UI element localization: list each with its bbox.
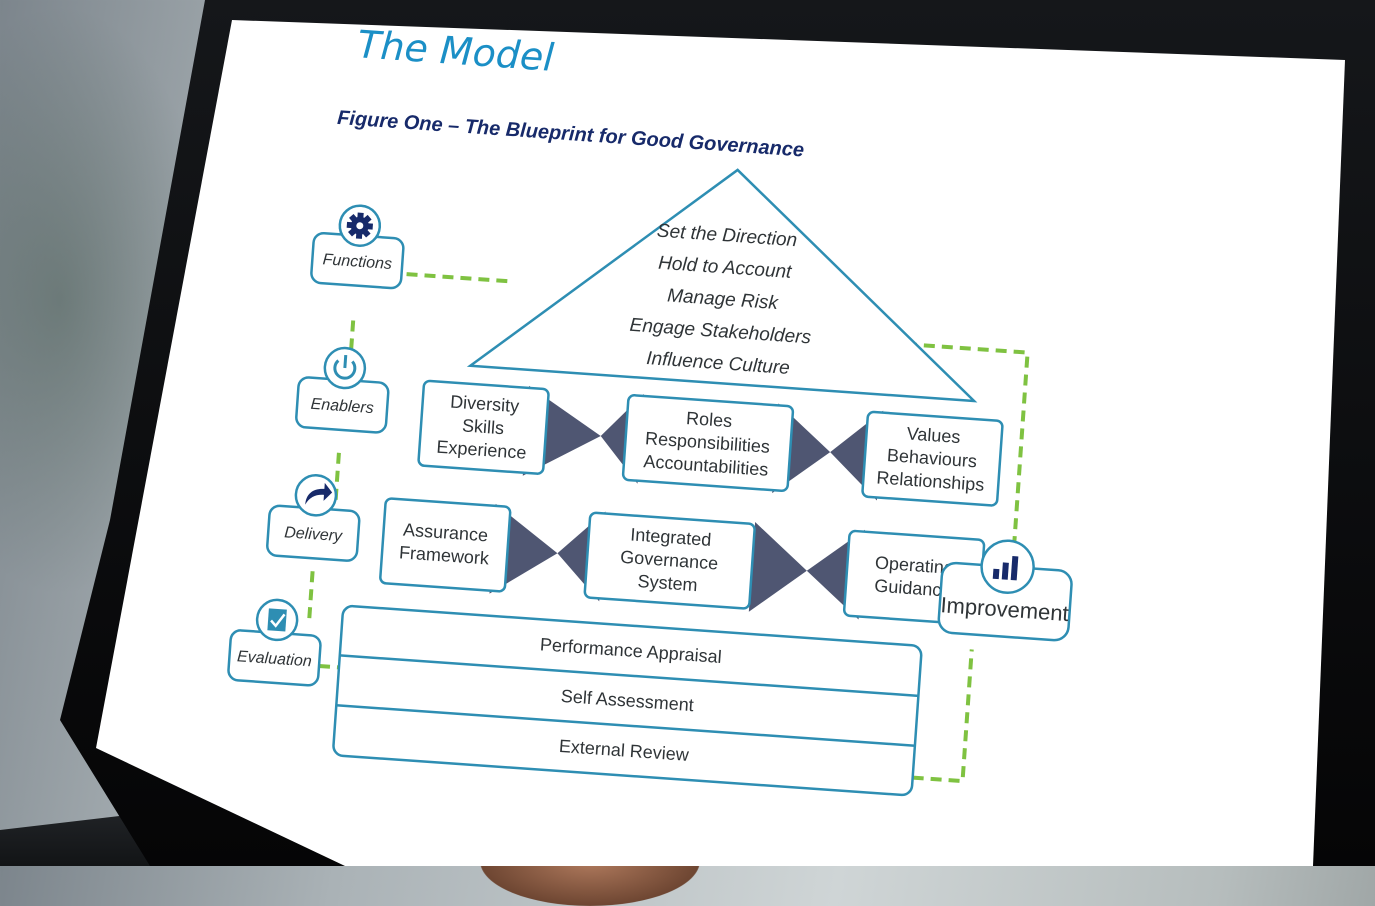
slide-title: The Model xyxy=(356,22,556,80)
box-integrated-governance xyxy=(583,511,756,610)
box-values-behaviours xyxy=(861,410,1004,507)
box-roles-responsibilities xyxy=(621,394,795,493)
connector-evaluation-stack xyxy=(318,663,340,670)
evaluation-stack xyxy=(332,604,923,797)
connector-functions-roof xyxy=(406,272,512,284)
skills-text: Skills xyxy=(461,415,504,438)
box-diversity-skills-experience xyxy=(417,379,550,475)
gear-icon xyxy=(346,212,373,239)
box-assurance-framework xyxy=(379,497,512,593)
connector-roof-improvement xyxy=(887,340,1030,543)
system-text: System xyxy=(637,571,698,595)
stack-divider-2 xyxy=(336,704,915,747)
share-arrow-icon xyxy=(305,482,333,505)
power-icon xyxy=(333,354,357,380)
stack-divider-1 xyxy=(339,654,919,698)
diversity-text: Diversity xyxy=(450,391,520,416)
figure-caption: Figure One – The Blueprint for Good Gove… xyxy=(337,107,805,162)
bar-chart-icon xyxy=(992,556,1019,581)
roof-triangle xyxy=(466,168,978,403)
checklist-icon xyxy=(267,608,287,632)
enablers-label: Enablers xyxy=(310,396,374,417)
functions-label: Functions xyxy=(322,251,392,273)
bowtie-delivery-right-a xyxy=(748,522,807,612)
evaluation-label: Evaluation xyxy=(237,648,313,670)
values-text: Values xyxy=(906,423,961,447)
connector-delivery-evaluation xyxy=(306,571,315,624)
roles-text: Roles xyxy=(685,408,732,431)
delivery-label: Delivery xyxy=(284,524,344,545)
governance-diagram: The Model Figure One – The Blueprint for… xyxy=(227,22,1073,797)
